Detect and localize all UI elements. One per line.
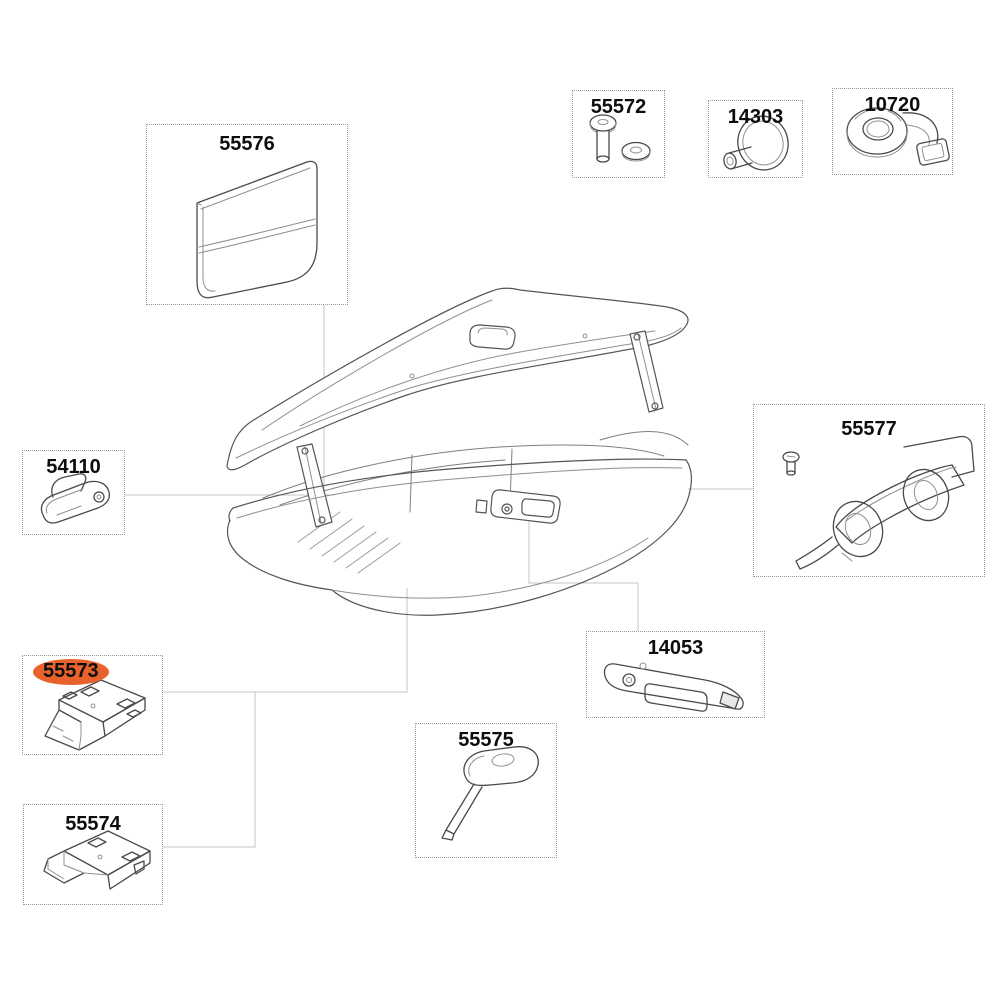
part-box-54110[interactable]: 54110 (22, 450, 125, 535)
strap-with-buckle-illustration (846, 107, 950, 166)
roller-lock-assembly-illustration (782, 435, 975, 570)
part-number-label: 55572 (590, 96, 647, 118)
screw-icon (782, 451, 800, 476)
part-box-14303[interactable]: 14303 (708, 100, 803, 178)
part-number-label: 10720 (864, 94, 921, 116)
part-number-label: 55576 (219, 133, 275, 155)
part-number-label: 14303 (727, 106, 784, 128)
part-box-10720[interactable]: 10720 (832, 88, 953, 175)
latch-plate (475, 489, 561, 524)
part-box-55573[interactable]: 55573 (22, 655, 163, 755)
part-number-label: 14053 (647, 637, 704, 659)
floor-ribs (297, 511, 401, 574)
connector-14053 (528, 517, 639, 631)
part-number-label-highlighted: 55573 (33, 659, 109, 685)
box-body (226, 458, 692, 616)
part-number-label: 55577 (841, 418, 897, 440)
mounting-bracket-2-illustration (43, 830, 151, 890)
lid-pocket-illustration (196, 160, 318, 299)
part-number-label: 55574 (65, 813, 121, 835)
lock-handle-plate-illustration (603, 662, 744, 712)
part-box-14053[interactable]: 14053 (586, 631, 765, 718)
part-box-55575[interactable]: 55575 (415, 723, 557, 858)
t-handle-key-illustration (441, 746, 539, 841)
hinge-arm-right (629, 330, 664, 413)
box-lid (226, 287, 689, 471)
box-interior (262, 431, 689, 574)
part-number-label: 55575 (458, 729, 514, 751)
connector-55573 (163, 588, 408, 693)
part-box-55574[interactable]: 55574 (23, 804, 163, 905)
open-cargo-box-drawing (226, 287, 692, 616)
part-box-55577[interactable]: 55577 (753, 404, 985, 577)
strap-buckle-clip-illustration (40, 473, 111, 524)
screw-and-washer-illustration (589, 114, 651, 163)
part-box-55572[interactable]: 55572 (572, 90, 665, 178)
lid-handle (469, 324, 516, 350)
round-knob-fastener-illustration (723, 115, 789, 171)
connector-55574 (163, 692, 256, 848)
mounting-bracket-illustration (44, 679, 146, 751)
part-box-55576[interactable]: 55576 (146, 124, 348, 305)
part-number-label: 54110 (46, 456, 101, 478)
hinge-arm-left (296, 443, 333, 528)
